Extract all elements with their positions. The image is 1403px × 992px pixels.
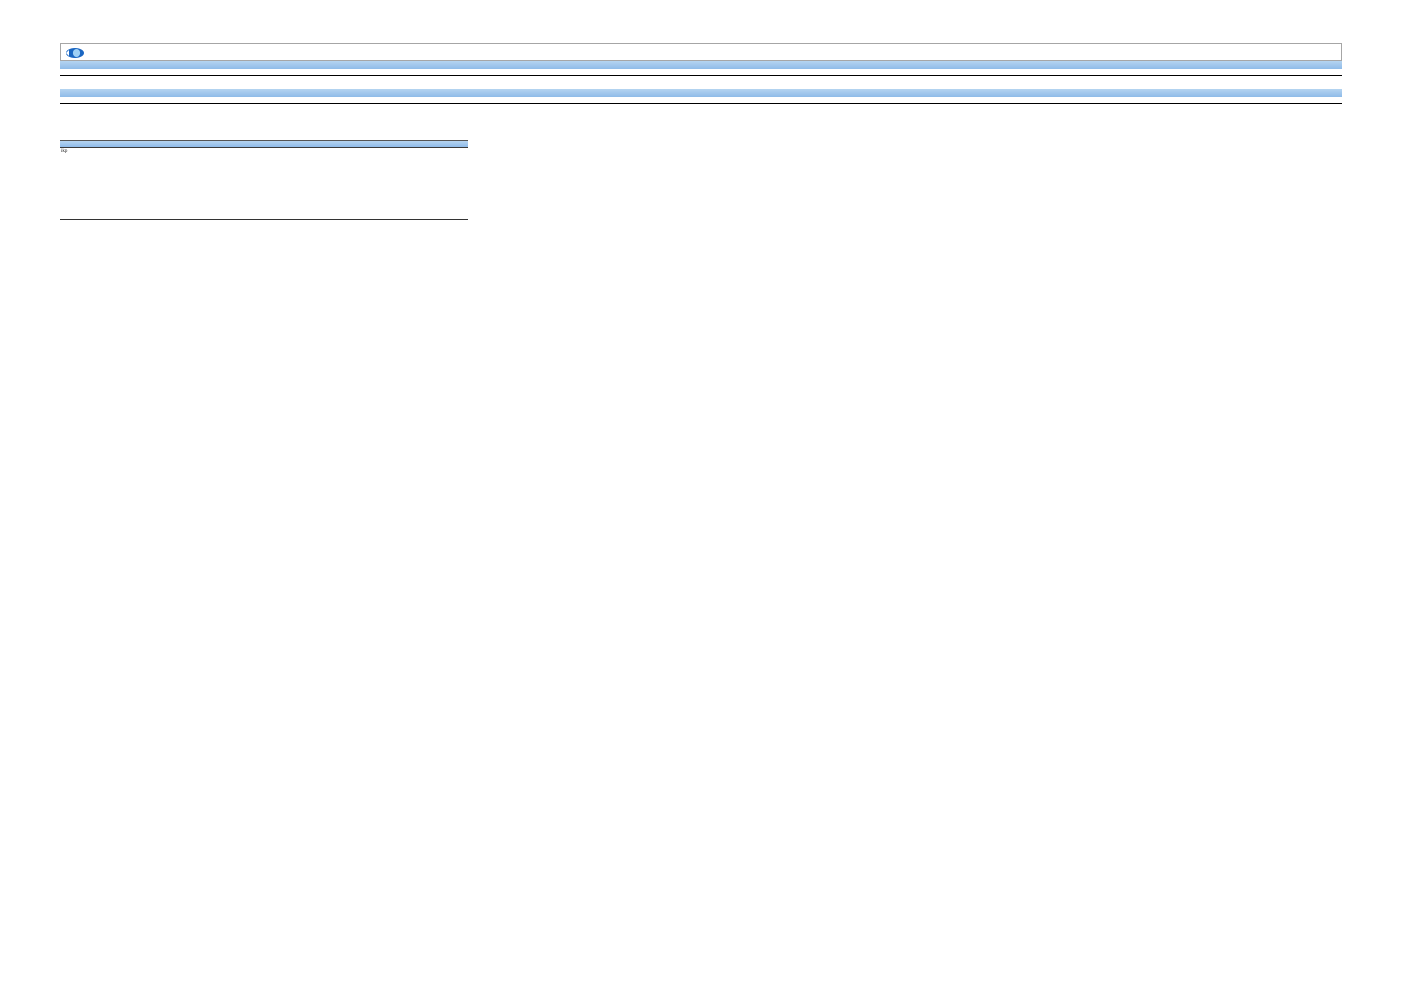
header-band — [60, 61, 1342, 69]
side-panel: ikp — [60, 148, 468, 219]
toolbar-band — [60, 89, 1342, 97]
panel-label: ikp — [61, 149, 68, 154]
panel-header — [60, 141, 468, 148]
window-title-bar — [60, 43, 1342, 61]
app-logo-icon — [65, 46, 85, 58]
panel-bottom-border — [60, 219, 468, 220]
panel-top-border — [60, 140, 468, 141]
toolbar-strip — [60, 97, 1342, 104]
toolbar — [60, 77, 1342, 89]
menu-bar — [60, 69, 1342, 76]
